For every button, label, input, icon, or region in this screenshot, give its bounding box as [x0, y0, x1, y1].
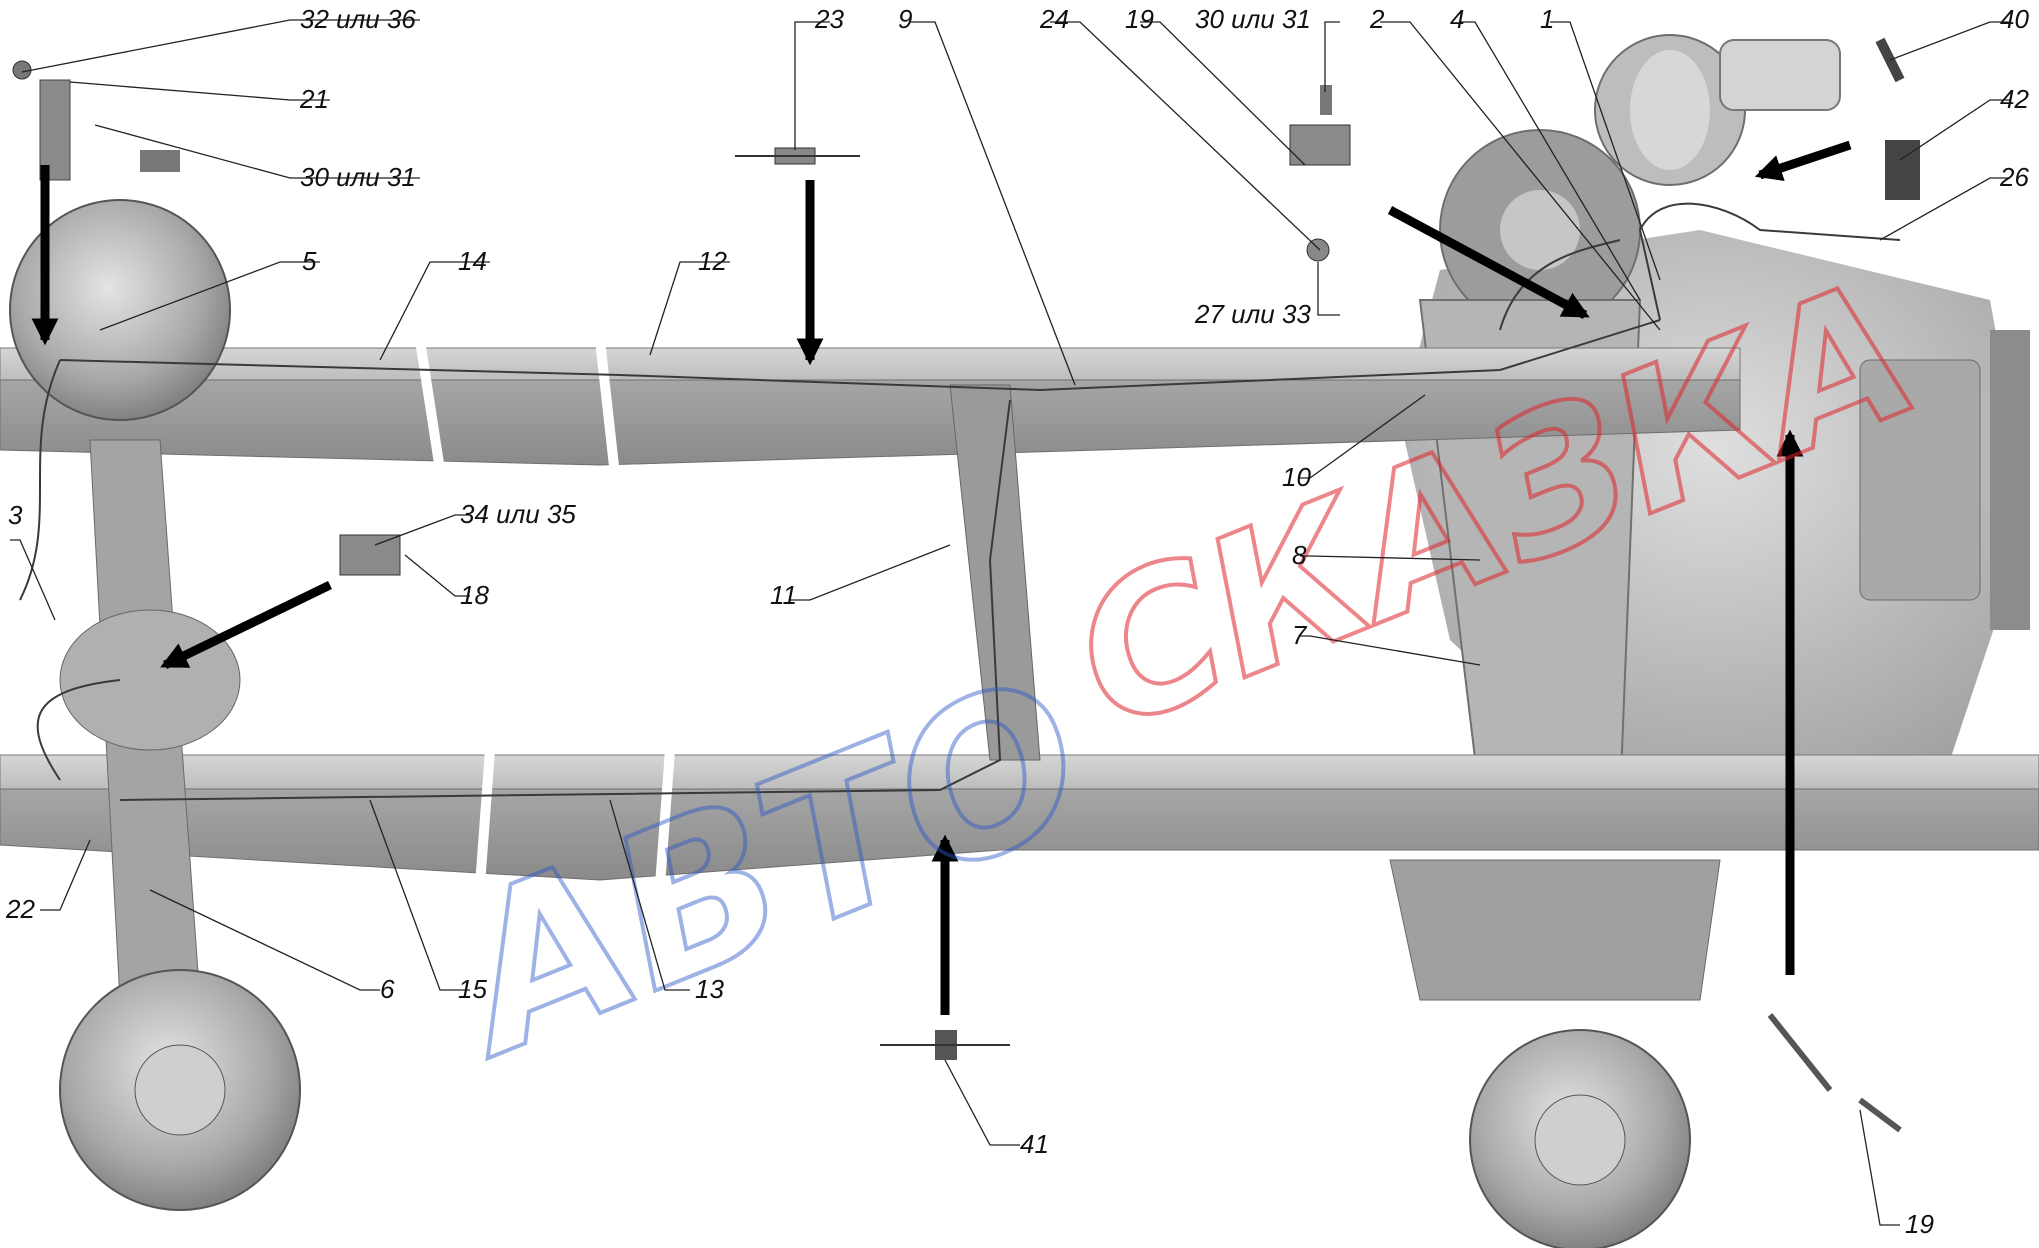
callout-41: 41	[1020, 1129, 1049, 1159]
callout-24: 24	[1039, 4, 1069, 34]
watermark-avto: АВТО	[414, 631, 1116, 1105]
callout-18: 18	[460, 580, 489, 610]
brake-lines	[19, 202, 1901, 801]
callout-19-top: 19	[1125, 4, 1154, 34]
callout-22: 22	[5, 894, 35, 924]
upper-frame-rail	[0, 339, 1741, 476]
callout-1: 1	[1540, 4, 1554, 34]
callout-4: 4	[1450, 4, 1464, 34]
callout-23: 23	[814, 4, 844, 34]
callout-34-or-35: 34 или 35	[460, 499, 576, 529]
callout-8: 8	[1292, 540, 1307, 570]
callout-15: 15	[458, 974, 487, 1004]
callout-21: 21	[299, 84, 329, 114]
rear-axle	[9, 199, 301, 1211]
callout-19-bottom: 19	[1905, 1209, 1934, 1239]
callout-12: 12	[698, 246, 727, 276]
callout-6: 6	[380, 974, 395, 1004]
callout-40: 40	[2000, 4, 2029, 34]
callout-14: 14	[458, 246, 487, 276]
callout-30-or-31-left: 30 или 31	[300, 162, 416, 192]
callout-5: 5	[302, 246, 317, 276]
callout-27-or-33: 27 или 33	[1194, 299, 1311, 329]
callout-7: 7	[1292, 620, 1308, 650]
callout-42: 42	[2000, 84, 2029, 114]
lower-frame-rail	[0, 749, 2039, 886]
callout-32-or-36: 32 или 36	[300, 4, 416, 34]
leader-lines	[10, 19, 2010, 1226]
callout-9: 9	[898, 4, 912, 34]
callout-13: 13	[695, 974, 724, 1004]
cross-member	[949, 384, 1041, 761]
callout-30-or-31-top: 30 или 31	[1195, 4, 1311, 34]
pointer-arrows	[31, 140, 1852, 1015]
callout-labels: 32 или 36 21 30 или 31 5 14 12 23 9 24 1…	[5, 4, 2029, 1239]
callout-26: 26	[1999, 162, 2029, 192]
callout-11: 11	[770, 580, 797, 610]
callout-3: 3	[8, 500, 23, 530]
detail-parts	[12, 37, 1920, 1133]
callout-10: 10	[1282, 462, 1311, 492]
callout-2: 2	[1369, 4, 1385, 34]
